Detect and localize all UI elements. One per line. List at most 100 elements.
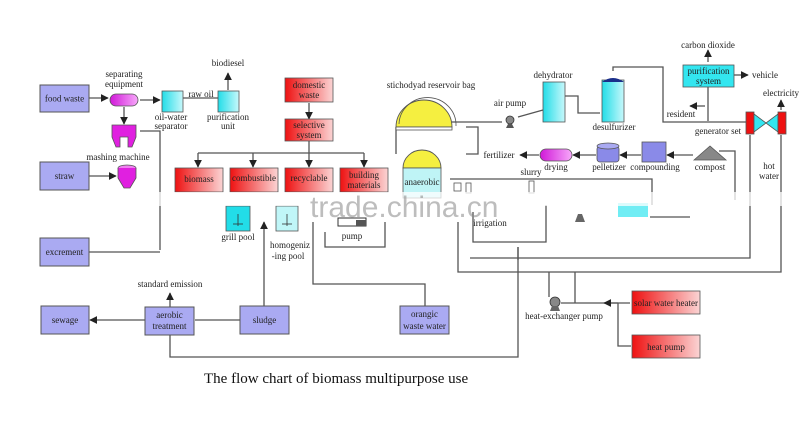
compost-label: compost <box>695 162 726 172</box>
oil-water-separator-icon <box>161 90 184 113</box>
mashing-machine-label: mashing machine <box>86 152 149 162</box>
pump-icon <box>337 217 367 227</box>
anaerobic-label: anaerobic <box>405 177 440 187</box>
aerobic-label-1: aerobic <box>156 310 182 320</box>
slurry-tank-icons <box>453 180 648 222</box>
aerobic-label-2: treatment <box>153 321 187 331</box>
hot-water-label-2: water <box>759 171 779 181</box>
purification-unit-label-2: unit <box>221 121 236 131</box>
purification-system-box[interactable]: purification system <box>682 64 735 88</box>
building-materials-label-2: materials <box>348 180 381 190</box>
homogenizing-label-1: homogeniz <box>270 240 310 250</box>
solar-water-heater-box[interactable]: solar water heater <box>631 290 701 315</box>
separating-label-1: separating <box>106 69 143 79</box>
sludge-box[interactable]: sludge <box>239 305 290 335</box>
sludge-label: sludge <box>253 315 277 325</box>
fertilizer-line: fertilizer drying pelletizer compounding… <box>484 141 728 172</box>
heat-exchanger-pump-label: heat-exchanger pump <box>525 311 603 321</box>
homogenizing-label-2: -ing pool <box>272 251 305 261</box>
orangic-waste-water-box[interactable]: orangic waste water <box>399 305 450 335</box>
biomass-label: biomass <box>184 174 214 184</box>
standard-emission-label: standard emission <box>138 279 203 289</box>
air-pump-label: air pump <box>494 98 527 108</box>
input-boxes: food waste straw excrement sewage aerobi… <box>39 84 450 336</box>
pelletizer-label: pelletizer <box>592 162 625 172</box>
building-materials-label-1: building <box>349 170 380 180</box>
watermark: trade.china.cn <box>0 191 800 224</box>
domestic-waste-box[interactable]: domestic waste <box>284 77 334 103</box>
generator-set-icon <box>745 111 787 135</box>
grill-pool-label: grill pool <box>221 232 255 242</box>
straw-box[interactable]: straw <box>39 161 90 191</box>
sewage-label: sewage <box>52 315 79 325</box>
reservoir-bag-label: stichodyad reservoir bag <box>387 80 476 90</box>
resident-label: resident <box>667 109 696 119</box>
biodiesel-label: biodiesel <box>212 58 245 68</box>
grill-pool-icon <box>225 205 251 232</box>
chart-caption: The flow chart of biomass multipurpose u… <box>204 371 468 387</box>
heat-pump-label: heat pump <box>647 342 685 352</box>
oil-water-label-2: separator <box>155 121 188 131</box>
dehydrator-label: dehydrator <box>534 70 573 80</box>
purification-unit-label-1: purification <box>207 112 249 122</box>
building-materials-box[interactable]: building materials <box>339 167 389 193</box>
desulfurizer-label: desulfurizer <box>593 122 636 132</box>
excrement-box[interactable]: excrement <box>39 237 90 267</box>
pelletizer-icon <box>596 142 620 163</box>
food-waste-label: food waste <box>45 94 84 104</box>
sewage-box[interactable]: sewage <box>40 305 90 335</box>
hot-water-label-1: hot <box>763 161 775 171</box>
drying-icon <box>539 148 573 162</box>
raw-oil-label: raw oil <box>188 89 214 99</box>
desulfurizer-icon <box>601 78 625 123</box>
connectors <box>89 49 785 358</box>
slurry-label: slurry <box>521 167 542 177</box>
orangic-label-1: orangic <box>411 309 438 319</box>
reservoir-bag-icon <box>395 97 457 131</box>
irrigation-label: irrigation <box>473 218 507 228</box>
purification-system-label-1: purification <box>688 66 730 76</box>
food-waste-equipment: separating equipment mashing machine oil… <box>86 58 249 189</box>
pools: grill pool homogeniz -ing pool pump stan… <box>138 205 367 289</box>
dehydrator-icon <box>542 81 566 123</box>
air-pump-icon <box>505 115 515 128</box>
domestic-waste-label-1: domestic <box>293 80 326 90</box>
pump-label: pump <box>342 231 363 241</box>
watermark-text: trade.china.cn <box>310 191 498 224</box>
combustible-box[interactable]: combustible <box>229 167 279 193</box>
generator-set-label: generator set <box>695 126 742 136</box>
electricity-label: electricity <box>763 88 799 98</box>
fertilizer-label: fertilizer <box>484 150 515 160</box>
waste-sorting: domestic waste selective system biomass … <box>174 77 389 193</box>
carbon-dioxide-label: carbon dioxide <box>681 40 735 50</box>
heat-exchanger-pump-icon <box>549 296 561 311</box>
homogenizing-pool-icon <box>275 205 299 232</box>
straw-hopper-icon <box>117 164 137 189</box>
combustible-label: combustible <box>232 173 276 183</box>
straw-label: straw <box>55 171 75 181</box>
compounding-label: compounding <box>630 162 680 172</box>
separating-equipment-icon <box>109 93 139 107</box>
food-waste-box[interactable]: food waste <box>39 84 90 113</box>
biomass-box[interactable]: biomass <box>174 167 224 193</box>
purification-unit-icon <box>217 90 240 113</box>
recyclable-box[interactable]: recyclable <box>284 167 334 193</box>
recyclable-label: recyclable <box>291 173 328 183</box>
vehicle-label: vehicle <box>752 70 778 80</box>
selective-system-box[interactable]: selective system <box>284 118 334 142</box>
aerobic-treatment-box[interactable]: aerobic treatment <box>144 306 195 336</box>
drying-label: drying <box>544 162 568 172</box>
oil-water-label-1: oil-water <box>155 112 187 122</box>
separating-label-2: equipment <box>105 79 143 89</box>
purification-system-label-2: system <box>696 76 721 86</box>
selective-system-label-2: system <box>296 130 321 140</box>
excrement-label: excrement <box>46 247 84 257</box>
solar-water-heater-label: solar water heater <box>634 298 698 308</box>
compost-icon <box>692 145 728 161</box>
domestic-waste-label-2: waste <box>299 90 320 100</box>
orangic-label-2: waste water <box>403 321 446 331</box>
heat-pump-box[interactable]: heat pump <box>631 334 701 359</box>
selective-system-label-1: selective <box>293 120 324 130</box>
mashing-machine-icon <box>111 124 137 148</box>
